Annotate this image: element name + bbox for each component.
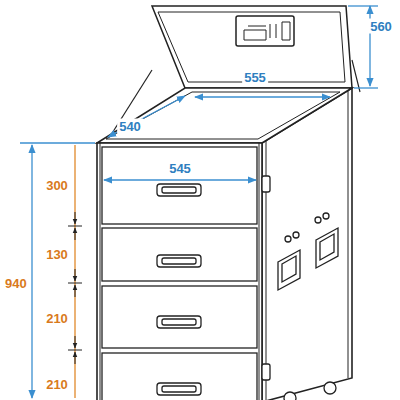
dimension-label: 540	[117, 119, 143, 134]
drawers	[102, 147, 257, 400]
dimension-label: 555	[242, 70, 268, 85]
dimension-label: 560	[368, 19, 394, 34]
dimension-label: 940	[3, 276, 29, 291]
dimension-label: 210	[44, 311, 70, 326]
dimension-ticks	[68, 212, 82, 364]
dimension-label: 130	[44, 247, 70, 262]
side-hardware	[262, 176, 338, 400]
blue-dimension-lines	[20, 6, 378, 398]
dimension-label: 300	[44, 178, 70, 193]
case-body	[97, 88, 352, 400]
drawer-dimension-lines	[74, 145, 75, 398]
dimension-label: 210	[44, 377, 70, 392]
dimension-label: 545	[167, 161, 193, 176]
